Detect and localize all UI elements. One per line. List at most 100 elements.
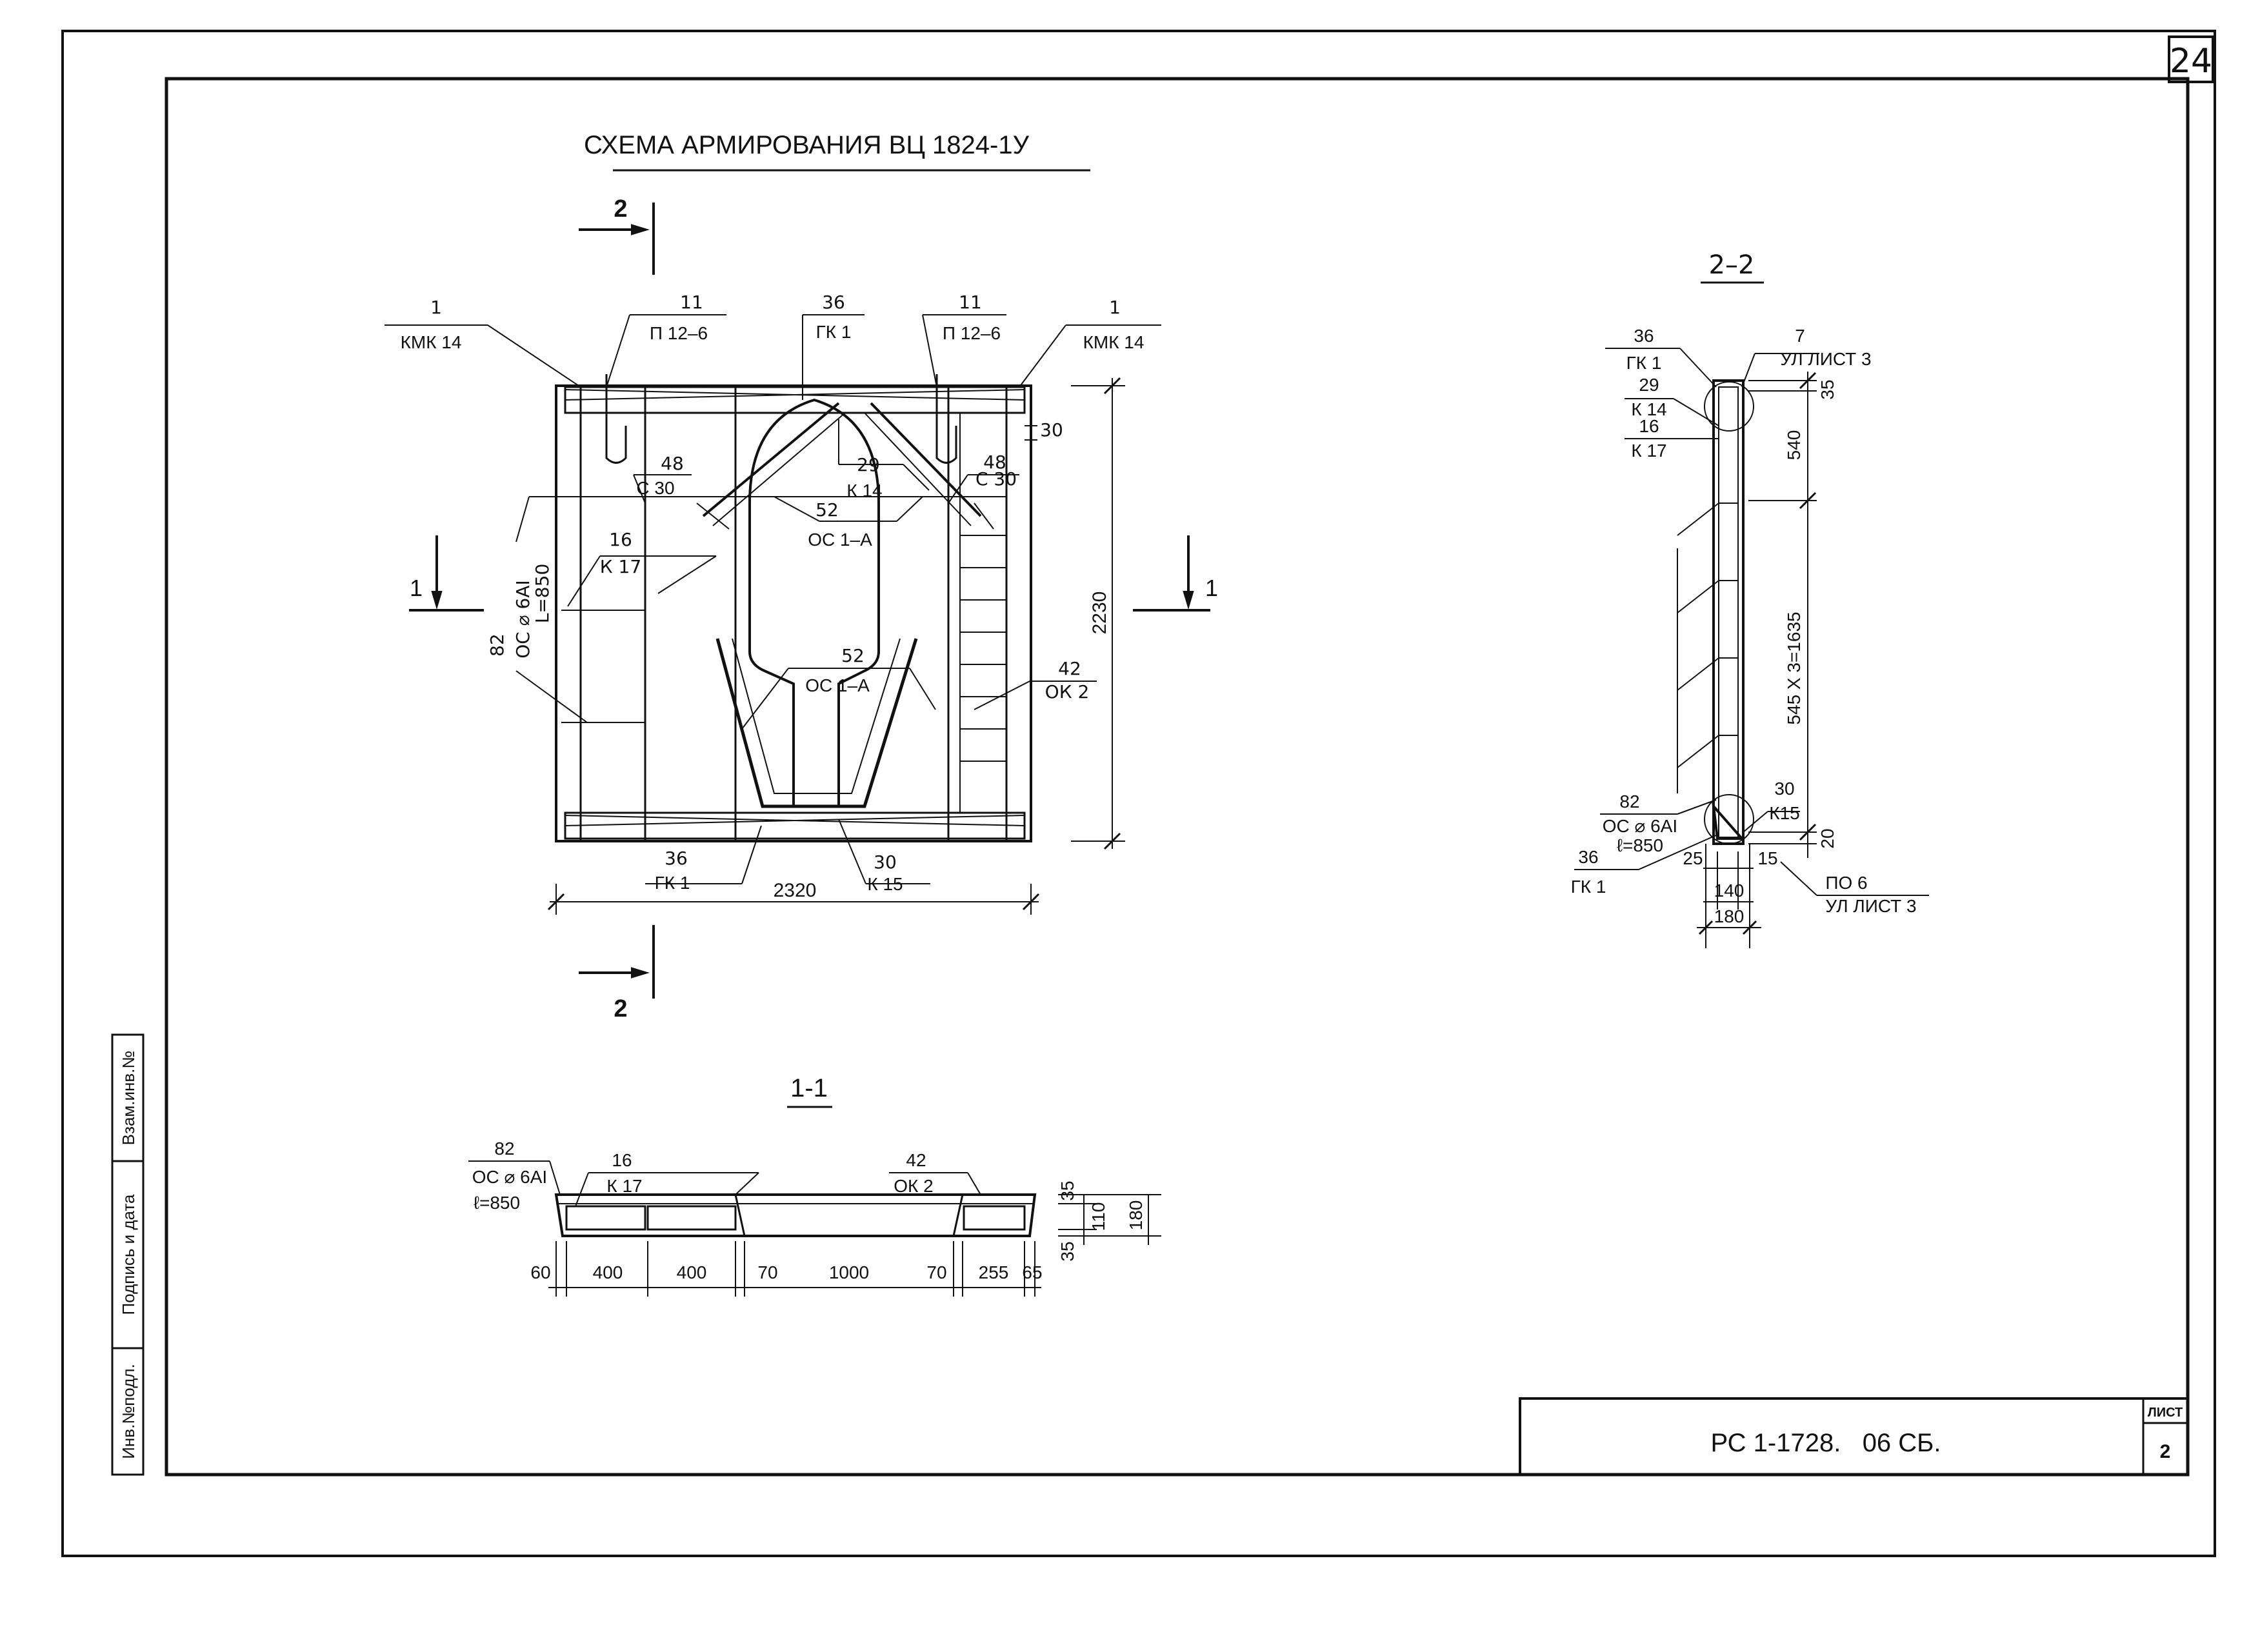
section-cut-1-right xyxy=(1133,535,1210,612)
s11-dim-h35a: 35 xyxy=(1057,1180,1077,1200)
s11-dim-400b: 400 xyxy=(677,1262,707,1282)
s22-node-ref: УЛ ЛИСТ 3 xyxy=(1780,349,1871,369)
section-1-1-title: 1-1 xyxy=(790,1074,828,1102)
section-1-1-labels: 82 ОС ⌀ 6АI ℓ=850 16 К 17 42 ОК 2 xyxy=(472,1139,934,1213)
s22-gk-name: ГК 1 xyxy=(1626,353,1662,373)
s11-ok-num: 42 xyxy=(906,1150,926,1170)
plan-leaders xyxy=(385,314,1161,884)
s22-oc-len: ℓ=850 xyxy=(1617,835,1663,855)
label-p-left-num: 11 xyxy=(680,292,703,313)
side-stamp xyxy=(111,1033,145,1476)
s22-gk-bot-name: ГК 1 xyxy=(1571,877,1606,897)
s22-dim-total: 180 xyxy=(1714,906,1745,926)
section-2-2-labels: 36 ГК 1 7 УЛ ЛИСТ 3 29 К 14 16 К 17 82 О… xyxy=(1571,326,1917,916)
section-2-top-label: 2 xyxy=(614,195,627,223)
plan-dimensions xyxy=(547,377,1125,915)
label-k14-name: К 14 xyxy=(846,481,882,501)
plan-opening xyxy=(696,398,994,808)
s22-k14-num: 29 xyxy=(1639,375,1659,395)
label-oc-side-len: L=850 xyxy=(532,564,553,624)
dim-plan-height: 2230 xyxy=(1089,592,1110,635)
sheet-label: ЛИСТ xyxy=(2148,1406,2183,1420)
label-gk-bot-num: 36 xyxy=(665,848,688,869)
section-1-1-dimensions xyxy=(548,1194,1161,1297)
label-ok-num: 42 xyxy=(1058,658,1081,679)
section-cut-2-top xyxy=(579,203,655,275)
label-p-left-name: П 12–6 xyxy=(650,323,708,343)
s11-oc-len: ℓ=850 xyxy=(474,1193,520,1213)
s11-k17-num: 16 xyxy=(612,1150,632,1170)
section-2-2-dimensions xyxy=(1697,372,1817,948)
label-oc-bot-name: ОС 1–А xyxy=(805,675,870,695)
dim-plan-edge: 30 xyxy=(1040,419,1063,441)
section-2-2-body xyxy=(1677,379,1754,845)
s11-dim-1000: 1000 xyxy=(829,1262,869,1282)
document-code: РС 1-1728. 06 СБ. xyxy=(1710,1429,1941,1457)
s22-dim-inner: 140 xyxy=(1714,881,1745,901)
s11-dim-400a: 400 xyxy=(593,1262,623,1282)
label-k17-name: К 17 xyxy=(600,556,641,577)
label-oc-side-num: 82 xyxy=(486,633,508,657)
label-kmk-right-name: КМК 14 xyxy=(1083,332,1145,352)
label-k15-name: К 15 xyxy=(867,874,903,894)
s11-oc-name: ОС ⌀ 6АI xyxy=(472,1167,547,1187)
label-p-right-num: 11 xyxy=(959,292,982,313)
s22-k15-num: 30 xyxy=(1774,779,1794,799)
section-2-bottom-label: 2 xyxy=(614,995,627,1022)
section-1-left-label: 1 xyxy=(410,575,423,601)
s22-gk-num: 36 xyxy=(1634,326,1654,346)
s22-gk-bot-num: 36 xyxy=(1578,847,1598,867)
s22-dim-upper: 540 xyxy=(1784,430,1804,461)
label-gk-top-num: 36 xyxy=(822,292,845,313)
outer-frame xyxy=(61,30,2216,1557)
section-cut-2-bottom xyxy=(579,925,655,999)
label-k15-num: 30 xyxy=(874,851,897,873)
s22-dim-top: 35 xyxy=(1817,379,1837,399)
sheet-number: 24 xyxy=(2170,42,2212,81)
section-2-2-leaders xyxy=(1574,348,1929,896)
plan-ladder xyxy=(959,413,1007,813)
label-c-left-num: 48 xyxy=(661,453,684,474)
title-block xyxy=(1519,1397,2189,1476)
s11-dim-h35b: 35 xyxy=(1057,1241,1077,1261)
s11-dim-70a: 70 xyxy=(757,1262,777,1282)
label-oc-bot-num: 52 xyxy=(841,645,865,666)
s11-dim-65: 65 xyxy=(1022,1262,1042,1282)
s11-dim-255: 255 xyxy=(979,1262,1009,1282)
s22-k17-name: К 17 xyxy=(1631,441,1666,461)
s11-dim-70b: 70 xyxy=(926,1262,946,1282)
s22-k17-num: 16 xyxy=(1639,416,1659,436)
label-kmk-left-num: 1 xyxy=(430,297,442,318)
label-c-right-name: С 30 xyxy=(975,468,1017,490)
label-c-right-num: 48 xyxy=(983,452,1006,473)
s22-oc-num: 82 xyxy=(1619,791,1639,811)
label-ok-name: ОК 2 xyxy=(1045,681,1090,702)
s22-k15-name: К15 xyxy=(1769,803,1799,823)
label-oc-top-num: 52 xyxy=(815,499,839,521)
section-1-1-body xyxy=(554,1193,1037,1237)
page-title: СХЕМА АРМИРОВАНИЯ ВЦ 1824-1У xyxy=(584,131,1030,159)
s11-dim-h110: 110 xyxy=(1088,1202,1108,1231)
label-gk-bot-name: ГК 1 xyxy=(655,873,690,893)
s11-dim-h180: 180 xyxy=(1126,1200,1146,1231)
s22-po-name: ПО 6 xyxy=(1825,873,1867,893)
s22-dim-right: 15 xyxy=(1757,848,1777,868)
s11-ok-name: ОК 2 xyxy=(894,1176,933,1196)
label-kmk-left-name: КМК 14 xyxy=(401,332,462,352)
section-2-2-title: 2–2 xyxy=(1709,250,1755,280)
s22-dim-middle: 545 X 3=1635 xyxy=(1784,612,1804,724)
s22-dim-left: 25 xyxy=(1683,848,1703,868)
dim-plan-width: 2320 xyxy=(774,880,817,901)
s22-po-ref: УЛ ЛИСТ 3 xyxy=(1825,896,1916,916)
label-gk-top-name: ГК 1 xyxy=(816,322,852,342)
label-oc-side-name: ОС ⌀ 6АI xyxy=(512,580,534,658)
label-oc-top-name: ОС 1–А xyxy=(808,530,872,550)
label-p-right-name: П 12–6 xyxy=(943,323,1001,343)
s22-dim-bottom: 20 xyxy=(1817,828,1837,848)
label-kmk-right-num: 1 xyxy=(1109,297,1121,318)
side-stamp-vzam-inv: Взам.инв.№ xyxy=(119,1051,138,1146)
s11-dim-60: 60 xyxy=(530,1262,550,1282)
section-1-right-label: 1 xyxy=(1205,575,1218,601)
s11-oc-num: 82 xyxy=(494,1139,514,1159)
